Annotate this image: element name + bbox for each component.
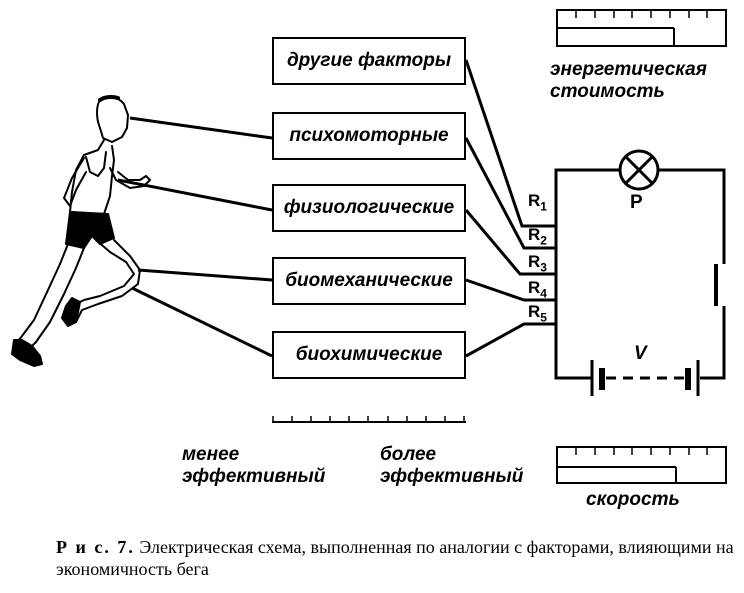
efficiency-scale bbox=[272, 416, 466, 423]
lamp-icon bbox=[618, 149, 660, 191]
resistor-label-4: R4 bbox=[528, 278, 547, 301]
less-effective-label: менее эффективный bbox=[182, 444, 325, 488]
energy-cost-line2: стоимость bbox=[550, 81, 665, 102]
runner-illustration bbox=[11, 94, 151, 367]
battery-label: V bbox=[634, 343, 647, 364]
factor-label: биомеханические bbox=[285, 270, 453, 291]
factor-label: физиологические bbox=[283, 197, 455, 218]
energy-cost-gauge bbox=[556, 9, 727, 47]
less-effective-line2: эффективный bbox=[182, 466, 326, 487]
factor-box-biochemical: биохимические bbox=[272, 331, 466, 379]
energy-cost-label: энергетическая стоимость bbox=[550, 59, 707, 103]
circuit bbox=[554, 168, 726, 396]
figure-number: Р и с. 7. bbox=[56, 537, 135, 557]
factor-label: психомоторные bbox=[289, 125, 449, 146]
factor-box-physiological: физиологические bbox=[272, 184, 466, 232]
figure-caption: Р и с. 7. Электрическая схема, выполненн… bbox=[56, 536, 736, 580]
resistor-label-3: R3 bbox=[528, 252, 547, 275]
lamp-label: P bbox=[630, 192, 643, 213]
factor-box-biomechanical: биомеханические bbox=[272, 257, 466, 305]
factor-box-other: другие факторы bbox=[272, 37, 466, 85]
factor-box-psychomotor: психомоторные bbox=[272, 112, 466, 160]
less-effective-line1: менее bbox=[182, 444, 240, 465]
caption-text: Электрическая схема, выполненная по анал… bbox=[56, 537, 734, 579]
factor-label: биохимические bbox=[295, 344, 443, 365]
more-effective-line1: более bbox=[380, 444, 437, 465]
resistor-label-1: R1 bbox=[528, 191, 547, 214]
speed-label: скорость bbox=[586, 489, 680, 510]
box-connections bbox=[464, 59, 556, 358]
factor-label: другие факторы bbox=[286, 50, 452, 71]
runner-connections bbox=[117, 116, 273, 358]
more-effective-label: более эффективный bbox=[380, 444, 523, 488]
more-effective-line2: эффективный bbox=[380, 466, 524, 487]
energy-cost-line1: энергетическая bbox=[550, 59, 707, 80]
resistor-label-5: R5 bbox=[528, 302, 547, 325]
resistor-label-2: R2 bbox=[528, 225, 547, 248]
speed-gauge bbox=[556, 446, 727, 484]
